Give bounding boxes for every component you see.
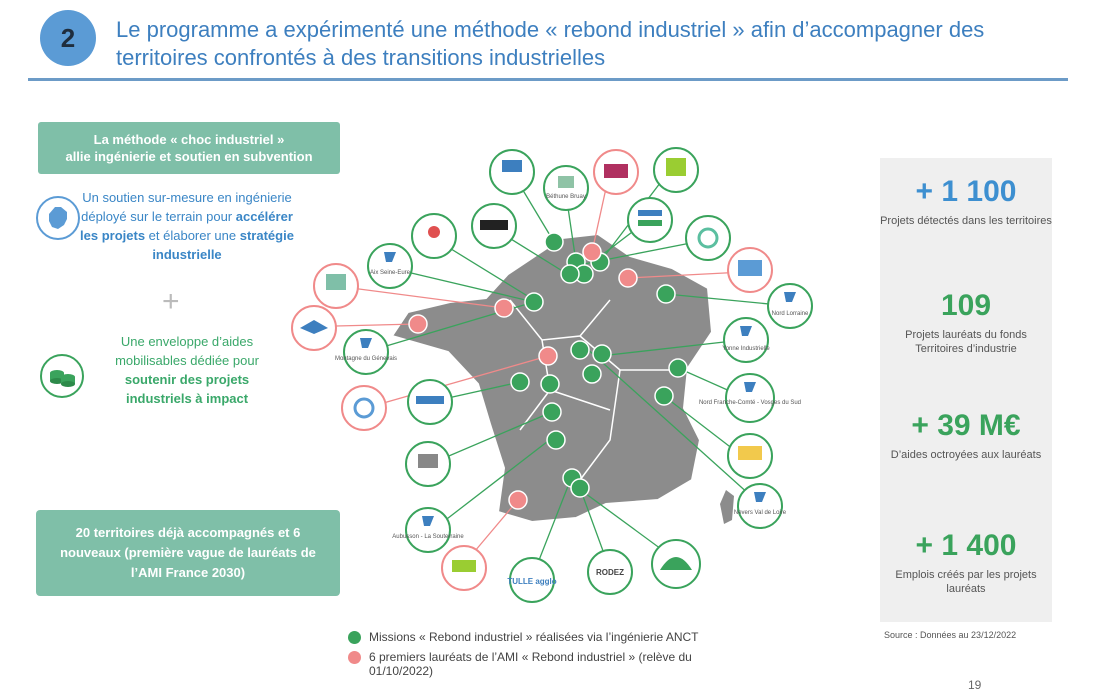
stat-aid-granted: + 39 M€ D’aides octroyées aux lauréats: [880, 408, 1052, 462]
feature-engineering-text: Un soutien sur-mesure en ingénierie dépl…: [80, 190, 294, 262]
stat-value: + 1 100: [915, 175, 1017, 208]
logo-circle-montagne: Montagne du Génevais: [335, 329, 397, 375]
territory-label: Nord Franche-Comté - Vosges du Sud: [699, 400, 801, 406]
legend-red-row: 6 premiers lauréats de l’AMI « Rebond in…: [348, 650, 729, 678]
logo-circle-nfcv: Nord Franche-Comté - Vosges du Sud: [699, 373, 801, 423]
france-territories-map: Béthune Bruay Nord Lorraine Yonne Indust…: [291, 147, 813, 603]
logo-circle-tulle: TULLE agglo: [507, 557, 557, 603]
logo-circle: [653, 147, 699, 193]
method-line-1: La méthode « choc industriel »: [93, 132, 285, 147]
logo-circle: [727, 433, 773, 479]
stat-label: Emplois créés par les projets lauréats: [895, 569, 1037, 595]
page-title: Le programme a expérimenté une méthode «…: [116, 17, 985, 70]
source-note: Source : Données au 23/12/2022: [884, 630, 1017, 640]
plus-separator: +: [162, 285, 180, 318]
logo-circle: [627, 197, 673, 243]
logo-circle-nevers: Nevers Val de Loire: [734, 483, 787, 529]
stat-label: D’aides octroyées aux lauréats: [890, 449, 1042, 461]
title-divider: [28, 78, 1068, 81]
logo-circle: [341, 385, 387, 431]
logo-circle: [685, 215, 731, 261]
legend-green-row: Missions « Rebond industriel » réalisées…: [348, 630, 729, 644]
territory-label: TULLE agglo: [507, 577, 556, 586]
legend-green-dot: [348, 631, 361, 644]
logo-circle: [405, 441, 451, 487]
logo-circle: [489, 149, 535, 195]
territory-label: Montagne du Génevais: [335, 356, 397, 362]
map-legend: Missions « Rebond industriel » réalisées…: [348, 630, 729, 684]
logo-circle-rodez: RODEZ: [587, 549, 633, 595]
logo-circle-yonne: Yonne Industrielle: [722, 317, 770, 363]
logo-circle: [727, 247, 773, 293]
territories-box: 20 territoires déjà accompagnés et 6 nou…: [36, 510, 340, 596]
territory-logo-circles: Béthune Bruay Nord Lorraine Yonne Indust…: [291, 147, 813, 603]
territory-label: Aix Seine-Eure: [370, 270, 411, 276]
territory-label: RODEZ: [596, 568, 624, 577]
stat-label: Projets détectés dans les territoires: [880, 215, 1052, 227]
method-box: La méthode « choc industriel » allie ing…: [38, 122, 340, 174]
legend-red-label: 6 premiers lauréats de l’AMI « Rebond in…: [369, 650, 692, 678]
territory-label: Béthune Bruay: [546, 194, 586, 200]
logo-circle-nord-lorraine: Nord Lorraine: [767, 283, 813, 329]
region-borders: [509, 299, 680, 481]
logo-circle: [651, 539, 701, 589]
stat-value: 109: [940, 289, 992, 322]
stats-panel: + 1 100 Projets détectés dans les territ…: [880, 158, 1052, 622]
logo-circle-aubusson: Aubusson - La Souterraine: [392, 507, 464, 553]
logo-circle-bethune: Béthune Bruay: [543, 165, 589, 211]
territory-label: Nevers Val de Loire: [734, 510, 787, 516]
logo-circle-aix: Aix Seine-Eure: [367, 243, 413, 289]
logo-circle: [593, 149, 639, 195]
legend-red-dot: [348, 651, 361, 664]
feature-funding-text: Une enveloppe d’aides mobilisables dédié…: [115, 334, 259, 406]
red-laureate-dots: [408, 242, 638, 510]
stat-projects-detected: + 1 100 Projets détectés dans les territ…: [880, 174, 1052, 228]
corsica-shape: [720, 490, 734, 524]
stat-label: Projets lauréats du fonds Territoires d’…: [905, 329, 1027, 355]
green-mission-dots: [510, 232, 688, 498]
territory-label: Nord Lorraine: [772, 311, 809, 317]
page-number: 19: [968, 678, 982, 692]
territory-label: Aubusson - La Souterraine: [392, 534, 464, 540]
slide-number-badge: 2: [40, 10, 96, 66]
stat-jobs-created: + 1 400 Emplois créés par les projets la…: [880, 528, 1052, 596]
logo-circle: [411, 213, 457, 259]
territory-label: Yonne Industrielle: [722, 346, 770, 352]
coins-icon: [40, 354, 84, 398]
method-line-2: allie ingénierie et soutien en subventio…: [65, 149, 313, 164]
logo-circle: [291, 305, 337, 351]
logo-circle: [471, 203, 517, 249]
stat-laureate-projects: 109 Projets lauréats du fonds Territoire…: [880, 288, 1052, 356]
legend-green-label: Missions « Rebond industriel » réalisées…: [369, 630, 699, 644]
stat-value: + 1 400: [915, 529, 1017, 562]
logo-circle: [407, 379, 453, 425]
logo-circle: [313, 263, 359, 309]
stat-value: + 39 M€: [911, 409, 1021, 442]
france-map-icon: [36, 196, 80, 240]
logo-circle: [441, 545, 487, 591]
